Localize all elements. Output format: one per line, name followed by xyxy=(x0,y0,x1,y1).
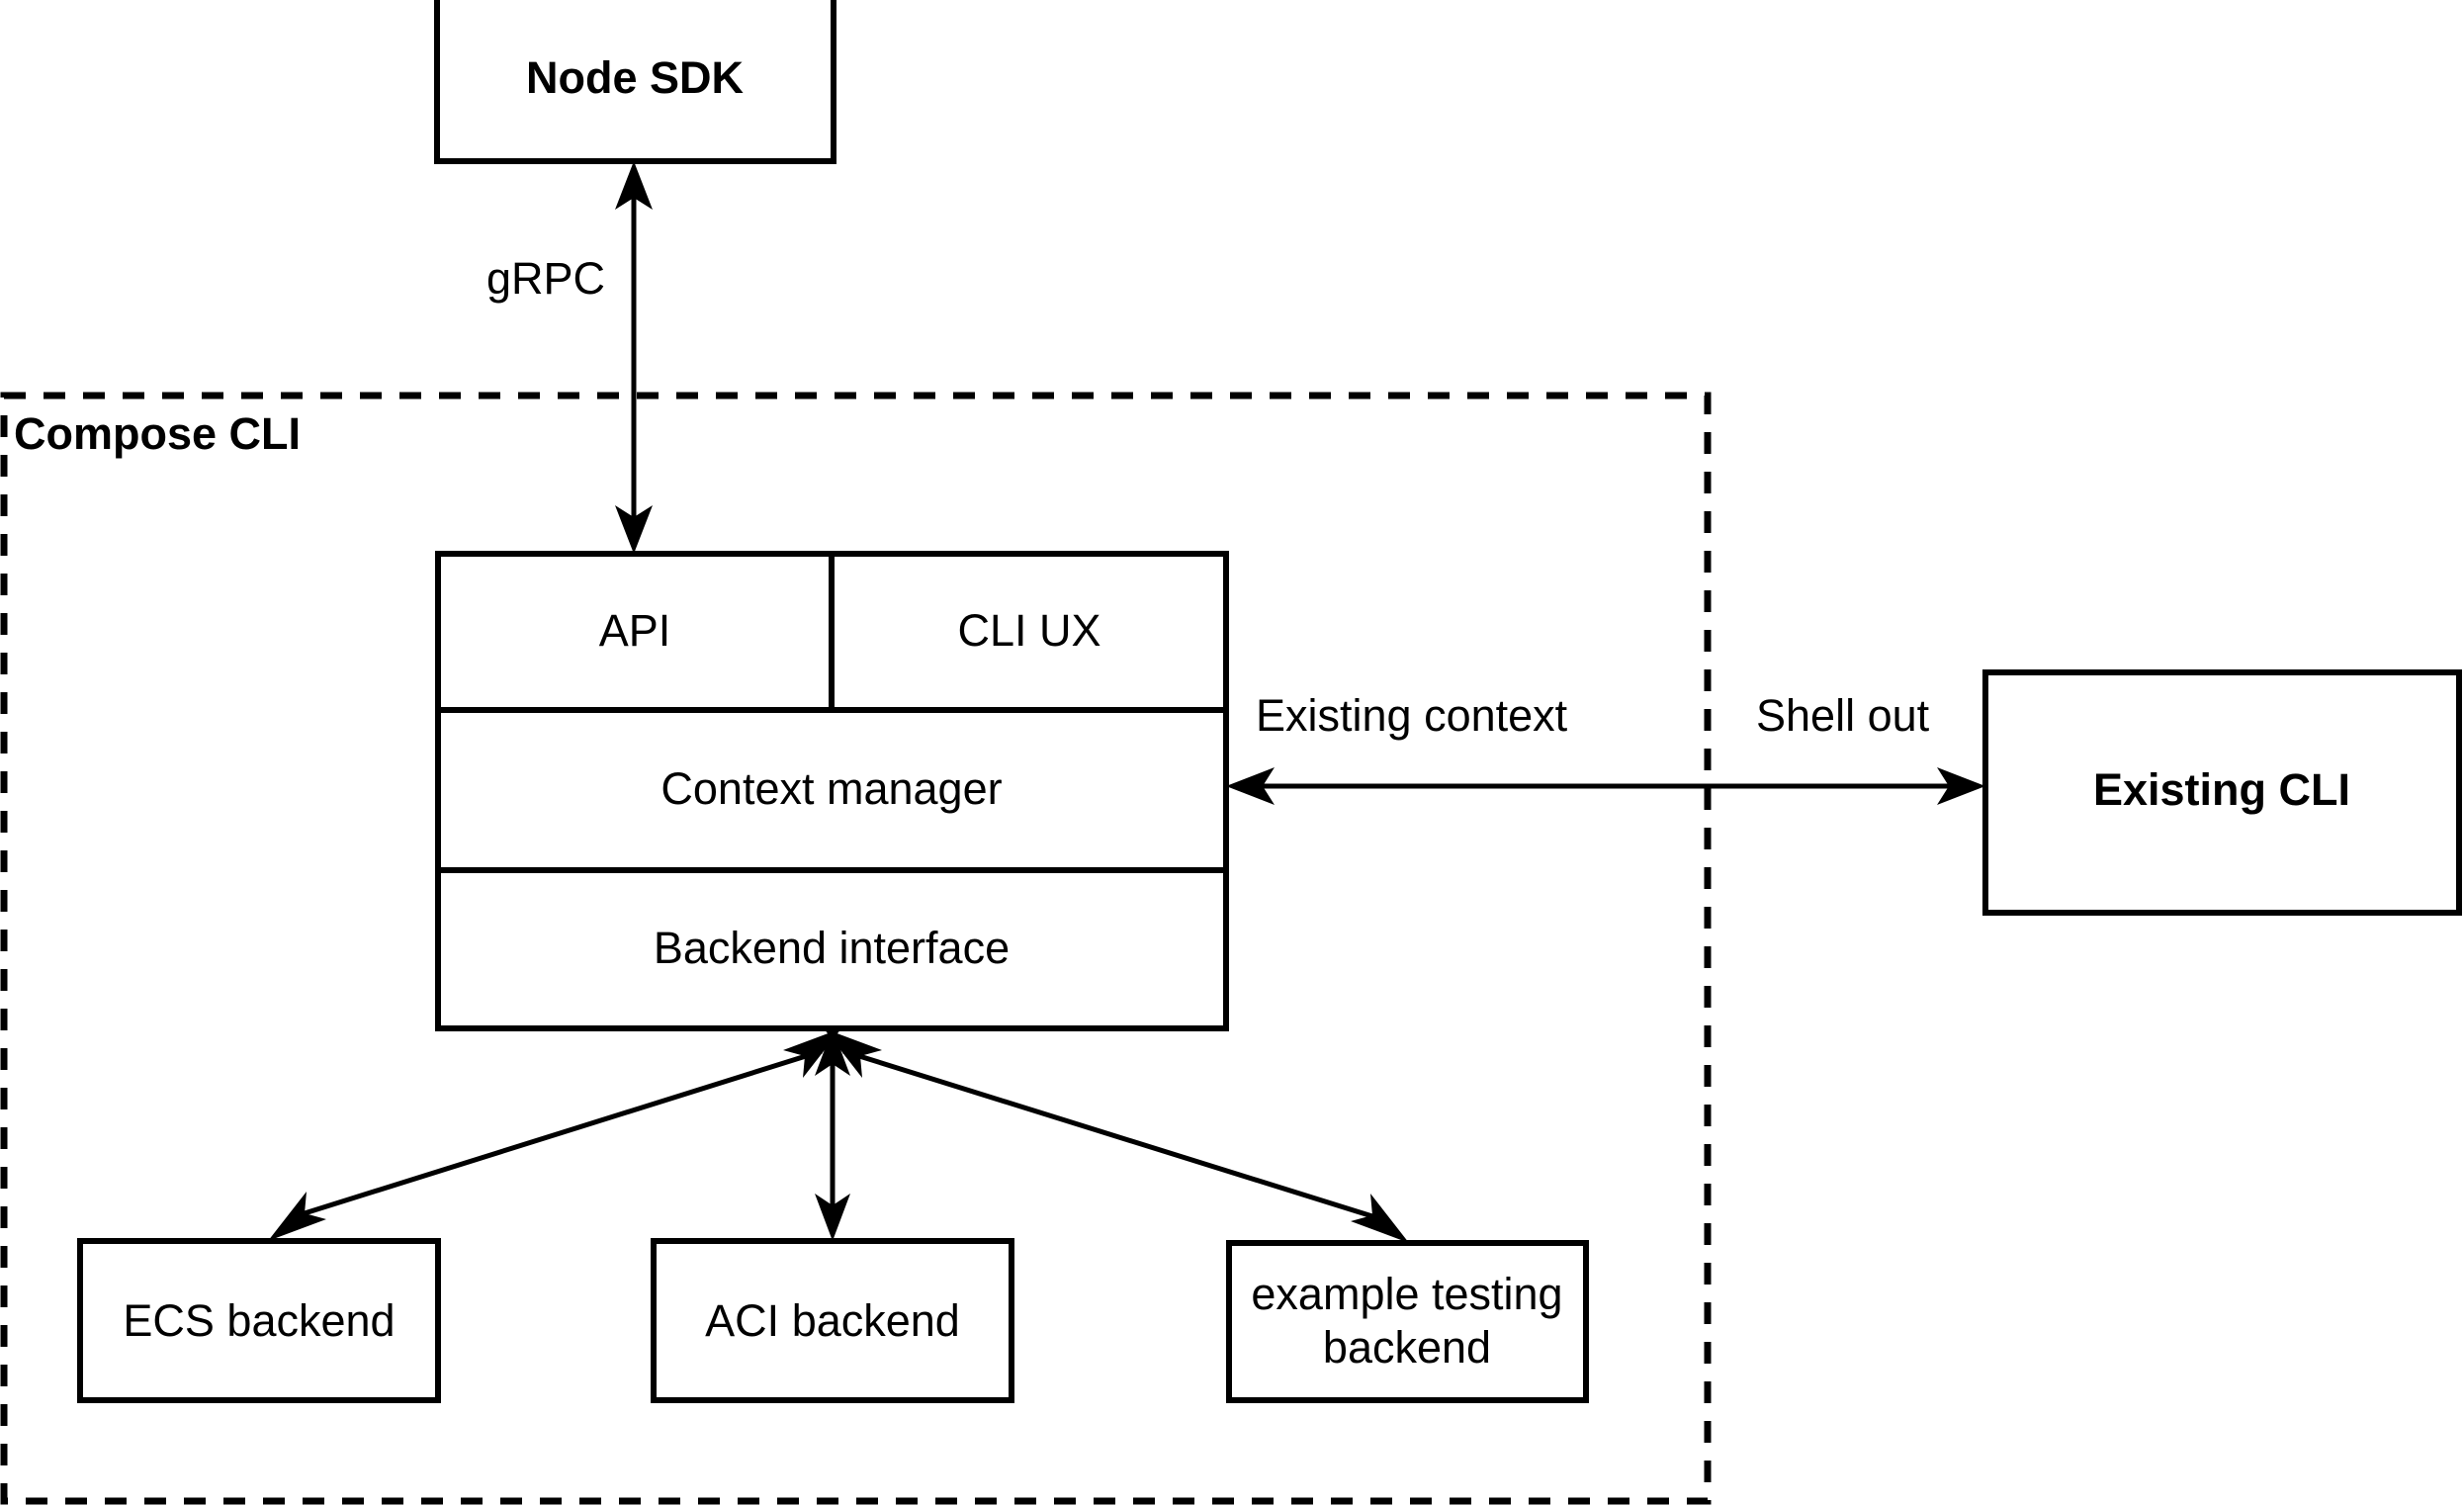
edge-backend-aci xyxy=(815,1028,850,1241)
edge-grpc-label: gRPC xyxy=(486,253,605,304)
edge-backend-example-line xyxy=(842,1048,1389,1224)
example-backend-label-line2: backend xyxy=(1323,1322,1491,1373)
node-sdk-label: Node SDK xyxy=(526,52,745,103)
context-manager-label: Context manager xyxy=(660,763,1002,814)
edge-backend-example-arrowhead-up xyxy=(824,1028,882,1078)
edge-backend-aci-arrowhead-up xyxy=(815,1028,850,1076)
edge-grpc-arrowhead-down xyxy=(615,505,653,554)
compose-cli-group-label: Compose CLI xyxy=(14,408,301,459)
edge-backend-ecs-arrowhead-up xyxy=(783,1028,841,1078)
edge-shell-out-arrowhead xyxy=(1937,767,1985,805)
aci-backend-label: ACI backend xyxy=(705,1295,960,1346)
edge-shell-out-label: Shell out xyxy=(1756,690,1930,741)
edge-backend-ecs-arrowhead-down xyxy=(268,1192,326,1241)
node-sdk-box[interactable] xyxy=(434,0,836,164)
edge-backend-aci-arrowhead-down xyxy=(815,1194,850,1241)
cli-ux-label: CLI UX xyxy=(957,605,1100,656)
edge-backend-ecs xyxy=(268,1028,841,1241)
edge-backend-example xyxy=(824,1028,1409,1243)
edge-backend-ecs-line xyxy=(288,1048,823,1221)
edge-backend-example-arrowhead-down xyxy=(1351,1194,1409,1243)
edge-grpc-arrowhead-up xyxy=(615,161,653,210)
aci-backend-box[interactable] xyxy=(651,1238,1014,1403)
existing-cli-label: Existing CLI xyxy=(2093,764,2350,815)
ecs-backend-label: ECS backend xyxy=(123,1295,395,1346)
example-backend-box[interactable] xyxy=(1226,1240,1589,1403)
api-label: API xyxy=(599,605,671,656)
edge-context-shellout: Existing context Shell out xyxy=(1226,690,1985,805)
edge-existing-context-arrowhead xyxy=(1226,767,1275,805)
example-backend-label-line1: example testing xyxy=(1251,1269,1562,1319)
ecs-backend-box[interactable] xyxy=(77,1238,441,1403)
backend-interface-label: Backend interface xyxy=(654,923,1010,973)
edge-grpc: gRPC xyxy=(486,161,653,554)
edge-existing-context-label: Existing context xyxy=(1256,690,1568,741)
existing-cli-box[interactable] xyxy=(1982,669,2462,916)
compose-cli-group-border xyxy=(0,392,1712,1505)
